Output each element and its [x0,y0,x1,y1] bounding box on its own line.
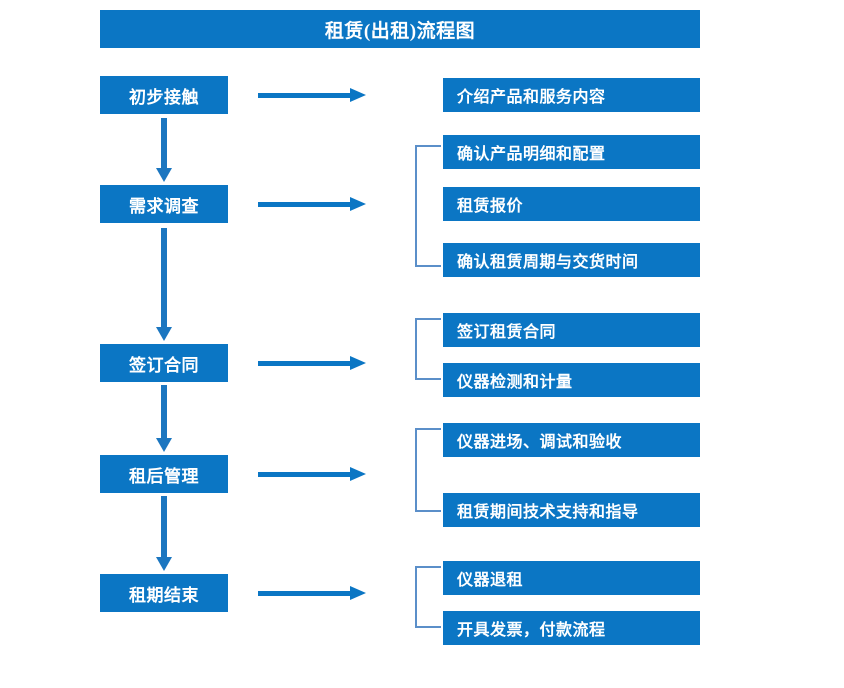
detail-box-invoice-payment[interactable]: 开具发票，付款流程 [443,611,700,645]
vertical-arrow-post-rental-to-lease-end [156,496,172,571]
detail-box-introduce-products[interactable]: 介绍产品和服务内容 [443,78,700,112]
vertical-arrow-initial-to-needs [156,118,172,182]
stage-box-initial-contact[interactable]: 初步接触 [100,76,228,114]
stage-box-post-rental-management[interactable]: 租后管理 [100,455,228,493]
stage-box-needs-survey[interactable]: 需求调查 [100,185,228,223]
stage-box-lease-end[interactable]: 租期结束 [100,574,228,612]
group-bracket-needs-survey [415,145,441,267]
detail-box-confirm-product-details[interactable]: 确认产品明细和配置 [443,135,700,169]
detail-box-confirm-period-delivery[interactable]: 确认租赁周期与交货时间 [443,243,700,277]
horizontal-arrow-needs-survey [258,197,366,211]
detail-box-technical-support[interactable]: 租赁期间技术支持和指导 [443,493,700,527]
detail-box-instrument-entry-commissioning[interactable]: 仪器进场、调试和验收 [443,423,700,457]
group-bracket-lease-end [415,566,441,628]
diagram-title: 租赁(出租)流程图 [100,10,700,48]
detail-box-sign-rental-contract[interactable]: 签订租赁合同 [443,313,700,347]
group-bracket-post-rental-management [415,428,441,512]
horizontal-arrow-initial-contact [258,88,366,102]
detail-box-rental-quotation[interactable]: 租赁报价 [443,187,700,221]
horizontal-arrow-lease-end [258,586,366,600]
stage-box-sign-contract[interactable]: 签订合同 [100,344,228,382]
detail-box-instrument-return[interactable]: 仪器退租 [443,561,700,595]
detail-box-instrument-inspection[interactable]: 仪器检测和计量 [443,363,700,397]
vertical-arrow-contract-to-post-rental [156,385,172,452]
vertical-arrow-needs-to-contract [156,228,172,341]
horizontal-arrow-sign-contract [258,356,366,370]
horizontal-arrow-post-rental-management [258,467,366,481]
group-bracket-sign-contract [415,318,441,380]
